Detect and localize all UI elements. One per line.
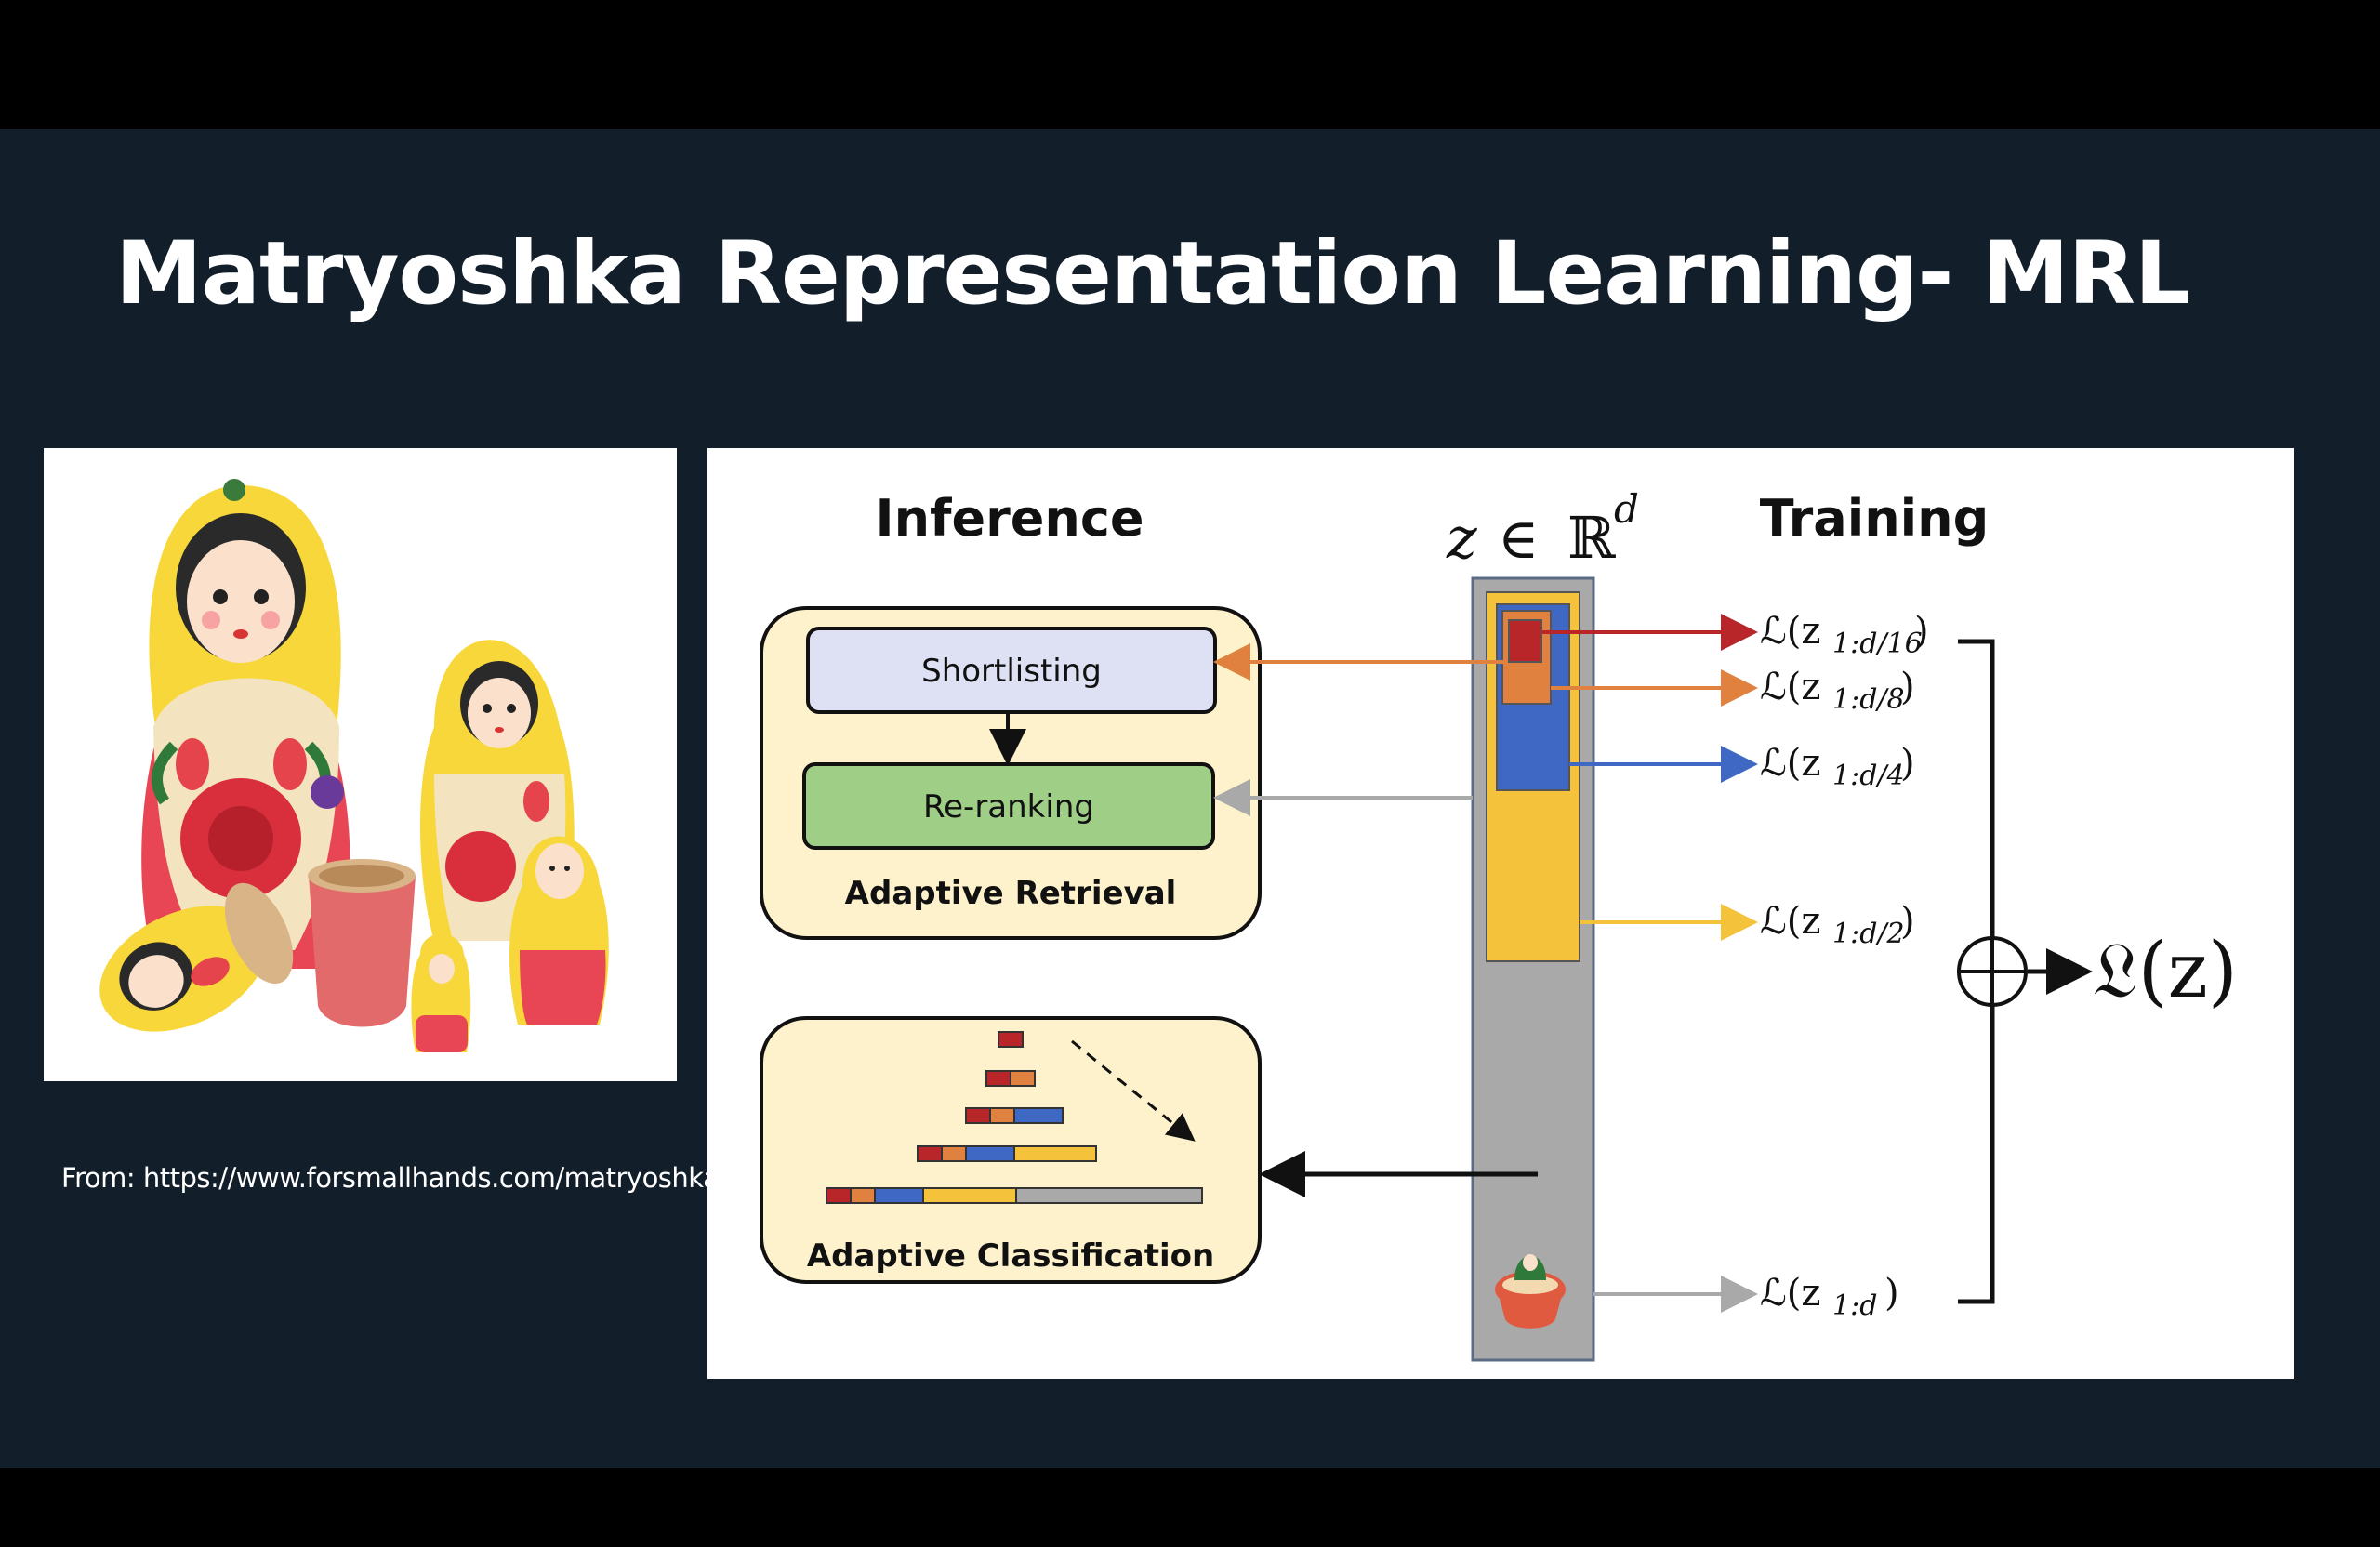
adaptive-classification-title: Adaptive Classification	[807, 1237, 1214, 1275]
svg-text:1:d: 1:d	[1832, 1289, 1877, 1322]
nested-embedding-vector	[1471, 576, 1595, 1362]
svg-text:ℒ(z: ℒ(z	[1760, 900, 1821, 943]
inference-heading: Inference	[876, 489, 1144, 548]
svg-text:1:d/8: 1:d/8	[1832, 683, 1905, 716]
real-space-symbol: ℝ	[1567, 504, 1616, 572]
svg-text:ℒ(z: ℒ(z	[1760, 742, 1821, 785]
svg-text:1:d/4: 1:d/4	[1832, 760, 1905, 792]
loss-d: ℒ(z 1:d )	[1760, 1272, 1899, 1322]
adaptive-retrieval-panel: Shortlisting Re-ranking Adaptive Retriev…	[760, 606, 1262, 940]
loss-d4: ℒ(z 1:d/4 )	[1760, 742, 1915, 792]
svg-text:1:d/2: 1:d/2	[1832, 918, 1905, 950]
dashed-scale-arrow	[1071, 1039, 1196, 1142]
embedding-variable: z	[1446, 504, 1477, 572]
dimension-superscript: d	[1614, 486, 1639, 532]
svg-text:ℒ(z: ℒ(z	[1760, 666, 1821, 708]
shortlisting-label: Shortlisting	[921, 653, 1102, 690]
lying-doll	[99, 882, 294, 1032]
slide-title: Matryoshka Representation Learning- MRL	[115, 223, 2190, 324]
svg-text:ℒ(z: ℒ(z	[1760, 610, 1821, 653]
matryoshka-icon	[1495, 1254, 1566, 1329]
svg-text:): )	[1884, 1272, 1899, 1315]
svg-text:ℒ(z: ℒ(z	[1760, 1272, 1821, 1315]
adaptive-classification-panel: Adaptive Classification	[760, 1016, 1262, 1284]
loss-d8: ℒ(z 1:d/8 )	[1760, 666, 1915, 716]
loss-d16: ℒ(z 1:d/16 )	[1760, 610, 1929, 660]
training-heading: Training	[1760, 489, 1990, 548]
source-caption: From: https://www.forsmallhands.com/matr…	[61, 1162, 720, 1194]
tiny-doll	[411, 933, 471, 1052]
matryoshka-dolls-photo	[44, 448, 677, 1081]
adaptive-retrieval-title: Adaptive Retrieval	[845, 875, 1177, 912]
total-loss: 𝔏(z)	[2093, 927, 2238, 1015]
open-doll-half	[308, 859, 416, 1027]
svg-text:1:d/16: 1:d/16	[1832, 628, 1923, 660]
loss-d2: ℒ(z 1:d/2 )	[1760, 900, 1915, 950]
embedding-label: z ∈ ℝ d	[1446, 486, 1639, 572]
slide: Matryoshka Representation Learning- MRL	[0, 129, 2380, 1468]
element-of-symbol: ∈	[1498, 507, 1539, 572]
svg-text:): )	[1900, 742, 1915, 785]
sum-operator	[1957, 936, 2028, 1007]
small-doll	[509, 836, 609, 1025]
svg-text:): )	[1900, 900, 1915, 943]
reranking-label: Re-ranking	[923, 788, 1094, 826]
mrl-diagram: Inference Training z ∈ ℝ d	[707, 448, 2294, 1379]
svg-text:): )	[1900, 666, 1915, 708]
svg-text:): )	[1914, 610, 1929, 653]
